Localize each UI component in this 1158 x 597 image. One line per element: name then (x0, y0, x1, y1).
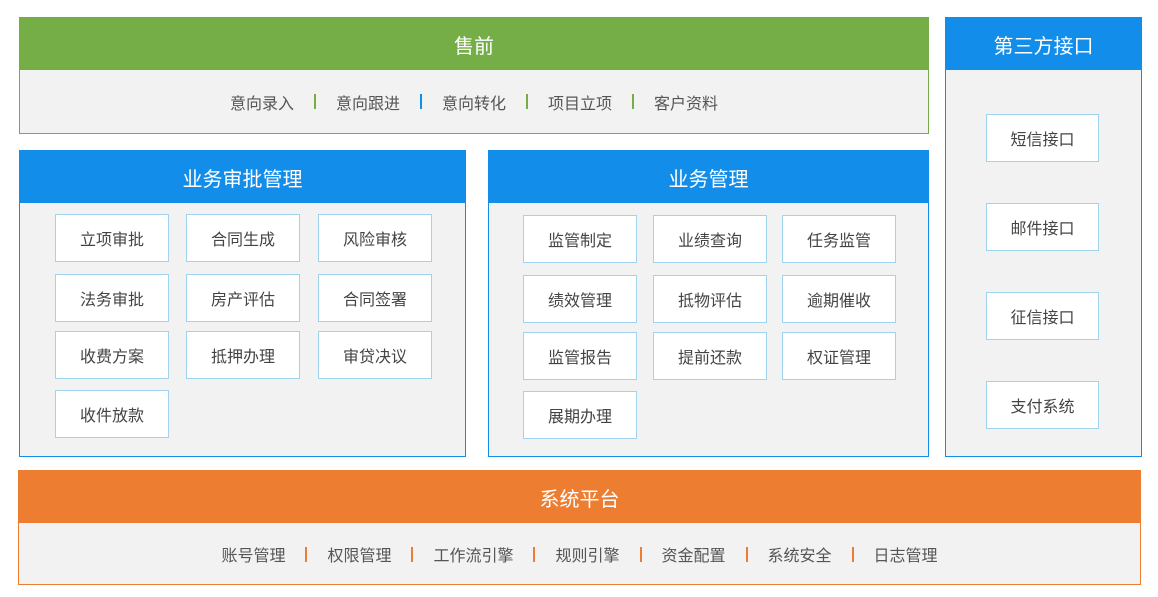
business-item[interactable]: 抵物评估 (653, 275, 767, 323)
platform-item-rules[interactable]: 规则引擎 (555, 546, 620, 565)
approval-item[interactable]: 收件放款 (55, 390, 169, 438)
separator (639, 546, 642, 562)
business-item[interactable]: 业绩查询 (653, 215, 767, 263)
business-item[interactable]: 权证管理 (782, 332, 896, 380)
business-title: 业务管理 (668, 166, 749, 191)
platform-item-funds[interactable]: 资金配置 (661, 546, 726, 565)
approval-item[interactable]: 房产评估 (186, 274, 300, 322)
business-item[interactable]: 逾期催收 (782, 275, 896, 323)
separator (632, 94, 635, 109)
approval-item[interactable]: 合同签署 (318, 274, 432, 322)
approval-header: 业务审批管理 (20, 151, 465, 203)
separator (533, 546, 536, 562)
platform-header: 系统平台 (19, 471, 1140, 523)
business-item[interactable]: 绩效管理 (523, 275, 637, 323)
approval-item[interactable]: 抵押办理 (186, 331, 300, 379)
separator (419, 94, 422, 109)
separator (526, 94, 528, 109)
thirdparty-panel: 第三方接口 短信接口 邮件接口 征信接口 支付系统 (945, 17, 1142, 457)
presales-item-customer-info[interactable]: 客户资料 (654, 93, 719, 113)
business-item[interactable]: 展期办理 (523, 391, 637, 439)
business-header: 业务管理 (489, 151, 928, 203)
thirdparty-title: 第三方接口 (993, 33, 1094, 58)
separator (411, 546, 414, 562)
platform-item-accounts[interactable]: 账号管理 (221, 546, 286, 565)
thirdparty-item-email[interactable]: 邮件接口 (986, 203, 1099, 251)
business-item[interactable]: 提前还款 (653, 332, 767, 380)
approval-item[interactable]: 法务审批 (55, 274, 169, 322)
presales-header: 售前 (20, 18, 928, 70)
platform-item-security[interactable]: 系统安全 (767, 546, 832, 565)
thirdparty-item-sms[interactable]: 短信接口 (986, 114, 1099, 162)
thirdparty-list: 短信接口 邮件接口 征信接口 支付系统 (946, 70, 1141, 456)
business-item[interactable]: 监管报告 (523, 332, 637, 380)
approval-item[interactable]: 审贷决议 (318, 331, 432, 379)
approval-title: 业务审批管理 (182, 166, 303, 191)
business-panel: 业务管理 监管制定 业绩查询 任务监管 绩效管理 抵物评估 逾期催收 监管报告 … (488, 150, 929, 457)
platform-item-workflow[interactable]: 工作流引擎 (433, 546, 514, 565)
thirdparty-item-payment[interactable]: 支付系统 (986, 381, 1099, 429)
separator (313, 94, 316, 109)
separator (745, 546, 748, 562)
platform-item-permissions[interactable]: 权限管理 (327, 546, 392, 565)
approval-item[interactable]: 风险审核 (318, 214, 432, 262)
business-grid: 监管制定 业绩查询 任务监管 绩效管理 抵物评估 逾期催收 监管报告 提前还款 … (489, 203, 928, 456)
thirdparty-header: 第三方接口 (946, 18, 1141, 70)
approval-panel: 业务审批管理 立项审批 合同生成 风险审核 法务审批 房产评估 合同签署 收费方… (19, 150, 466, 457)
presales-item-project-setup[interactable]: 项目立项 (548, 93, 613, 113)
presales-item-intent-followup[interactable]: 意向跟进 (335, 93, 400, 113)
business-item[interactable]: 任务监管 (782, 215, 896, 263)
approval-item[interactable]: 合同生成 (186, 214, 300, 262)
business-item[interactable]: 监管制定 (523, 215, 637, 263)
platform-nav: 账号管理 权限管理 工作流引擎 规则引擎 资金配置 系统安全 日志管理 (19, 523, 1140, 585)
separator (851, 546, 854, 562)
platform-title: 系统平台 (539, 486, 620, 511)
presales-nav: 意向录入 意向跟进 意向转化 项目立项 客户资料 (20, 70, 928, 133)
presales-title: 售前 (454, 33, 494, 58)
platform-panel: 系统平台 账号管理 权限管理 工作流引擎 规则引擎 资金配置 系统安全 日志管理 (18, 470, 1141, 585)
presales-panel: 售前 意向录入 意向跟进 意向转化 项目立项 客户资料 (19, 17, 929, 134)
approval-item[interactable]: 立项审批 (55, 214, 169, 262)
approval-item[interactable]: 收费方案 (55, 331, 169, 379)
approval-grid: 立项审批 合同生成 风险审核 法务审批 房产评估 合同签署 收费方案 抵押办理 … (20, 203, 465, 456)
thirdparty-item-credit[interactable]: 征信接口 (986, 292, 1099, 340)
separator (305, 546, 308, 562)
presales-item-intent-conversion[interactable]: 意向转化 (441, 93, 506, 113)
platform-item-logs[interactable]: 日志管理 (873, 546, 938, 565)
presales-item-intent-entry[interactable]: 意向录入 (229, 93, 294, 113)
